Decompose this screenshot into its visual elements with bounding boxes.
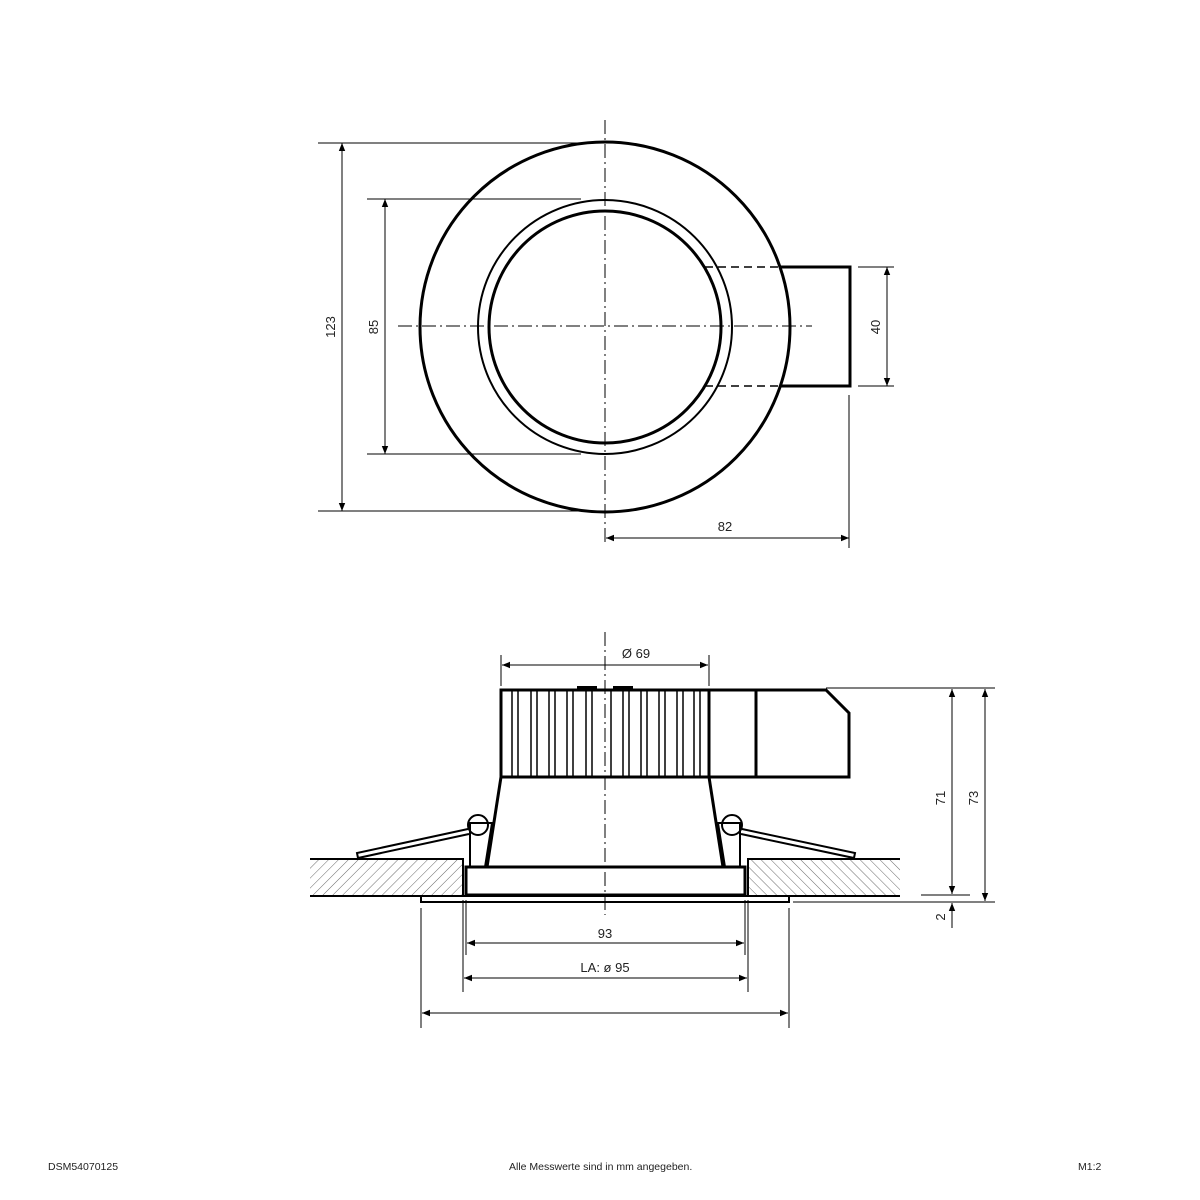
spring-pivot-right [721,814,743,836]
driver-box-outline [780,265,852,388]
spring-clip-left [355,828,470,860]
body-right-edge [707,776,725,868]
spring-clip-right [740,828,857,860]
clip-mount-left [469,822,494,868]
spring-pivot-left [467,814,489,836]
flange [420,895,790,903]
dim-label-73: 73 [966,791,981,805]
doc-id: DSM54070125 [48,1161,119,1173]
ceiling-outline-left [310,858,464,897]
dim-label-69: Ø 69 [622,646,650,661]
ceiling-section-left [310,859,463,896]
scale-label: M1:2 [1078,1161,1102,1173]
dim-label-71: 71 [933,791,948,805]
dim-label-85: 85 [366,320,381,334]
top-tab-right [613,686,633,690]
ceiling-section-right [748,859,900,896]
dim-label-40: 40 [868,320,883,334]
heatsink [499,688,711,779]
dim-label-82: 82 [718,519,732,534]
reflector-ring [477,199,733,455]
driver-box [709,688,851,779]
body-left-edge [485,776,503,868]
top-tab-left [577,686,597,690]
inner-opening [487,209,723,445]
heatsink-fins [511,690,701,777]
dim-label-123: 123 [323,316,338,338]
dim-label-95: LA: ø 95 [580,960,629,975]
side-view: Ø 69 93 LA: ø 95 71 73 2 [310,632,995,1028]
dim-label-93: 93 [598,926,612,941]
clip-mount-right [716,822,741,868]
top-view: 123 85 40 82 [318,120,894,548]
measurement-note: Alle Messwerte sind in mm angegeben. [509,1161,693,1173]
ceiling-outline-right [747,858,900,897]
dim-label-2: 2 [933,913,948,920]
outer-ring [418,140,792,514]
